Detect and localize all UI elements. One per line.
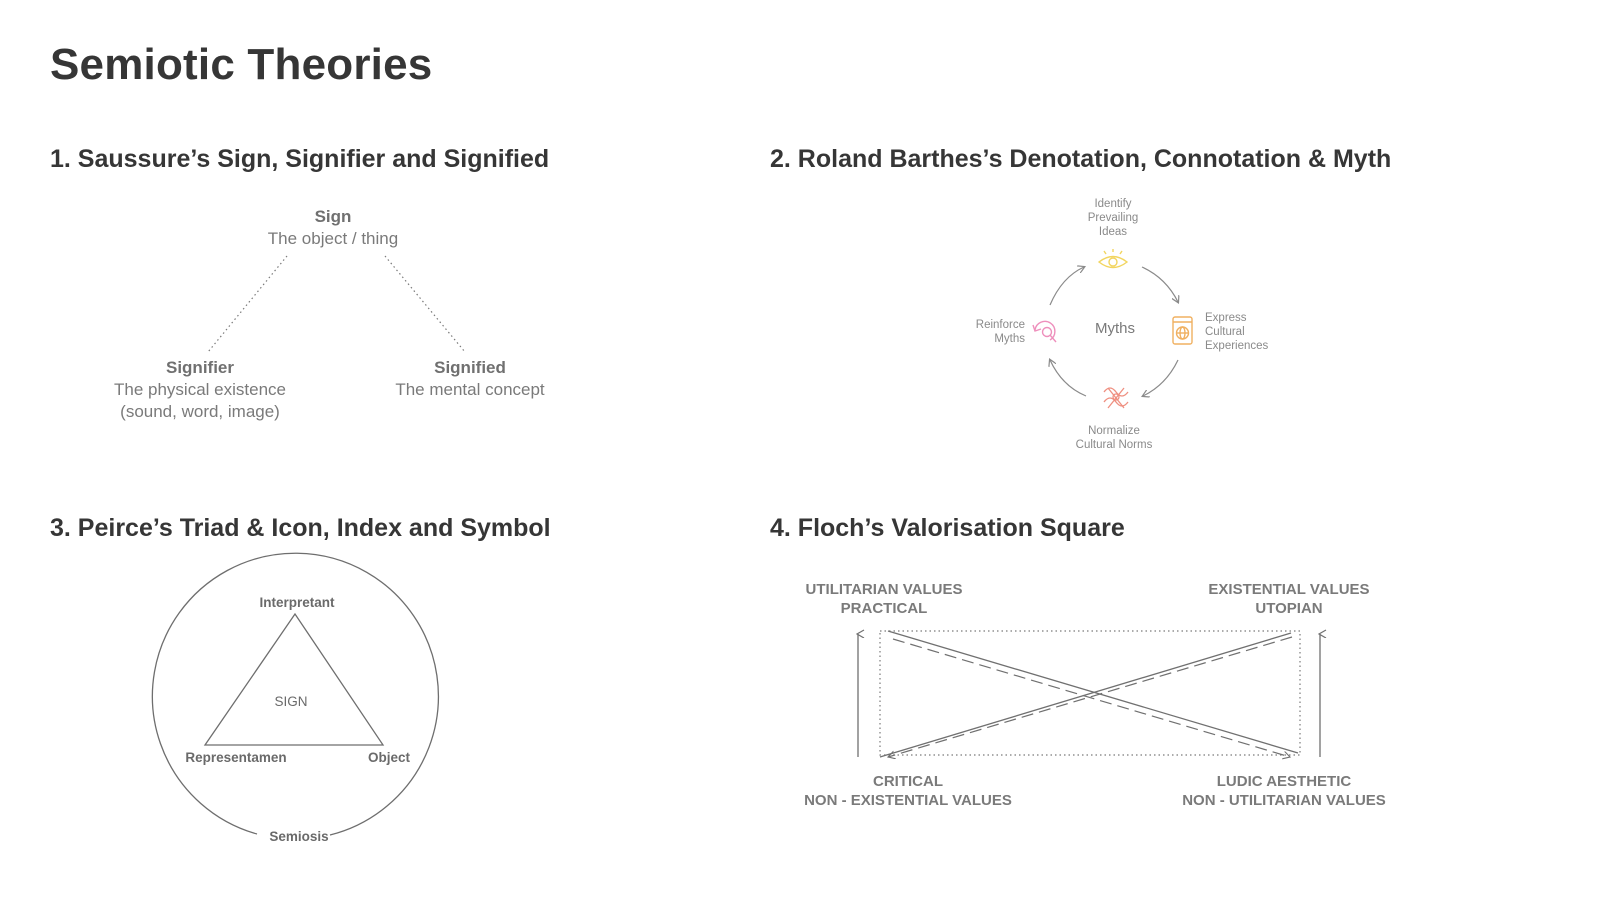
sign-signifier-connector (207, 255, 288, 353)
node-express-line1: Express (1205, 312, 1247, 324)
node-normalize-line2: Cultural Norms (1076, 439, 1153, 451)
section-title-barthes: 2. Roland Barthes’s Denotation, Connotat… (770, 145, 1392, 173)
sign-signified-connector (384, 255, 466, 353)
eye-icon (1097, 249, 1129, 269)
floch-square (879, 630, 1301, 756)
representamen-label: Representamen (185, 750, 286, 765)
diagonal-dashed-1 (892, 638, 1290, 757)
object-label: Object (368, 750, 411, 765)
node-reinforce-line1: Reinforce (976, 319, 1025, 331)
signified-desc: The mental concept (395, 380, 545, 399)
node-express-line3: Experiences (1205, 340, 1269, 352)
top-left-label-line2: PRACTICAL (841, 600, 928, 617)
page-title: Semiotic Theories (50, 40, 433, 89)
sign-triangle (203, 612, 385, 746)
sign-label: Sign (315, 207, 352, 226)
node-identify-line3: Ideas (1099, 226, 1127, 238)
sign-desc: The object / thing (268, 229, 398, 248)
node-identify-line1: Identify (1094, 198, 1131, 210)
top-left-label-line1: UTILITARIAN VALUES (806, 581, 963, 598)
node-express-line2: Cultural (1205, 326, 1245, 338)
section-title-floch: 4. Floch’s Valorisation Square (770, 514, 1125, 542)
sign-center-label: SIGN (274, 694, 307, 709)
diagonal-solid-1 (887, 630, 1299, 754)
top-right-label-line2: UTOPIAN (1255, 600, 1322, 617)
pattern-icon (1103, 387, 1129, 409)
interpretant-label: Interpretant (259, 595, 335, 610)
cycle-arrow-1 (1049, 267, 1084, 306)
bottom-right-label-line2: NON - UTILITARIAN VALUES (1182, 792, 1386, 809)
signified-label: Signified (434, 358, 506, 377)
bottom-left-label-line1: CRITICAL (873, 773, 943, 790)
cycle-arrow-3 (1143, 359, 1179, 396)
semiosis-label: Semiosis (269, 829, 328, 844)
diagonal-solid-2 (879, 632, 1292, 758)
cycle-arrow-2 (1141, 266, 1178, 302)
bottom-left-label-line2: NON - EXISTENTIAL VALUES (804, 792, 1012, 809)
bottom-right-label-line1: LUDIC AESTHETIC (1217, 773, 1352, 790)
refresh-search-icon (1032, 320, 1057, 343)
signifier-label: Signifier (166, 358, 234, 377)
section-title-saussure: 1. Saussure’s Sign, Signifier and Signif… (50, 145, 550, 173)
cycle-arrow-4 (1050, 360, 1087, 397)
node-reinforce-line2: Myths (994, 333, 1025, 345)
top-right-label-line1: EXISTENTIAL VALUES (1208, 581, 1369, 598)
signifier-desc-line2: (sound, word, image) (120, 402, 280, 421)
signifier-desc-line1: The physical existence (114, 380, 286, 399)
myths-center-label: Myths (1095, 320, 1135, 337)
section-title-peirce: 3. Peirce’s Triad & Icon, Index and Symb… (50, 514, 551, 542)
node-identify-line2: Prevailing (1088, 212, 1139, 224)
node-normalize-line1: Normalize (1088, 425, 1140, 437)
book-globe-icon (1172, 316, 1193, 345)
diagonal-dashed-2 (888, 636, 1293, 757)
semiosis-circle (151, 552, 440, 836)
